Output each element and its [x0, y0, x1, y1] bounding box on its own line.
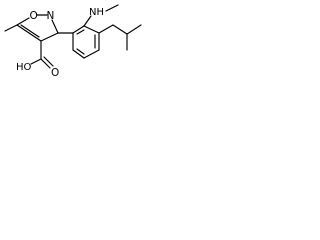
isobutyl-bond-3 — [126, 24, 142, 35]
isoxazole-double-bond-c4-c5 — [20, 24, 40, 38]
atom-label-hydroxyl-ho: HO — [16, 62, 32, 73]
isobutyl-bond-2 — [112, 24, 128, 35]
atom-label-amine-nh: NH — [89, 7, 104, 18]
isoxazole-bond-c5-o — [16, 17, 30, 26]
nh-methyl-bond — [105, 4, 119, 12]
isoxazole-bond-n-c3 — [51, 19, 59, 34]
carboxyl-single-bond-oh — [30, 58, 42, 65]
molecule-drawing: O N NH HO O — [4, 4, 142, 79]
atom-label-ring-oxygen: O — [30, 10, 38, 22]
benzene-bond-1 — [72, 25, 85, 34]
atom-label-carbonyl-oxygen: O — [51, 67, 59, 79]
benzene-inner-double-3 — [76, 48, 85, 55]
isoxazole-bond-c3-c4 — [40, 32, 59, 42]
carboxyl-double-bond-o-2 — [43, 56, 54, 67]
isoxazole-bond-c4-c5 — [16, 24, 42, 42]
carboxyl-double-bond-o-1 — [40, 58, 51, 69]
benzene-bond-2 — [83, 25, 100, 34]
benzene-inner-double-1 — [76, 29, 85, 35]
chemical-structure-canvas: O N NH HO O — [0, 0, 160, 81]
benzene-bond-5 — [72, 49, 85, 59]
methyl-bond-left — [4, 24, 18, 32]
benzene-bond-4 — [83, 49, 100, 59]
atom-label-ring-nitrogen: N — [47, 10, 55, 22]
isobutyl-bond-1 — [98, 24, 114, 34]
benzene-to-nh-bond — [83, 15, 92, 27]
